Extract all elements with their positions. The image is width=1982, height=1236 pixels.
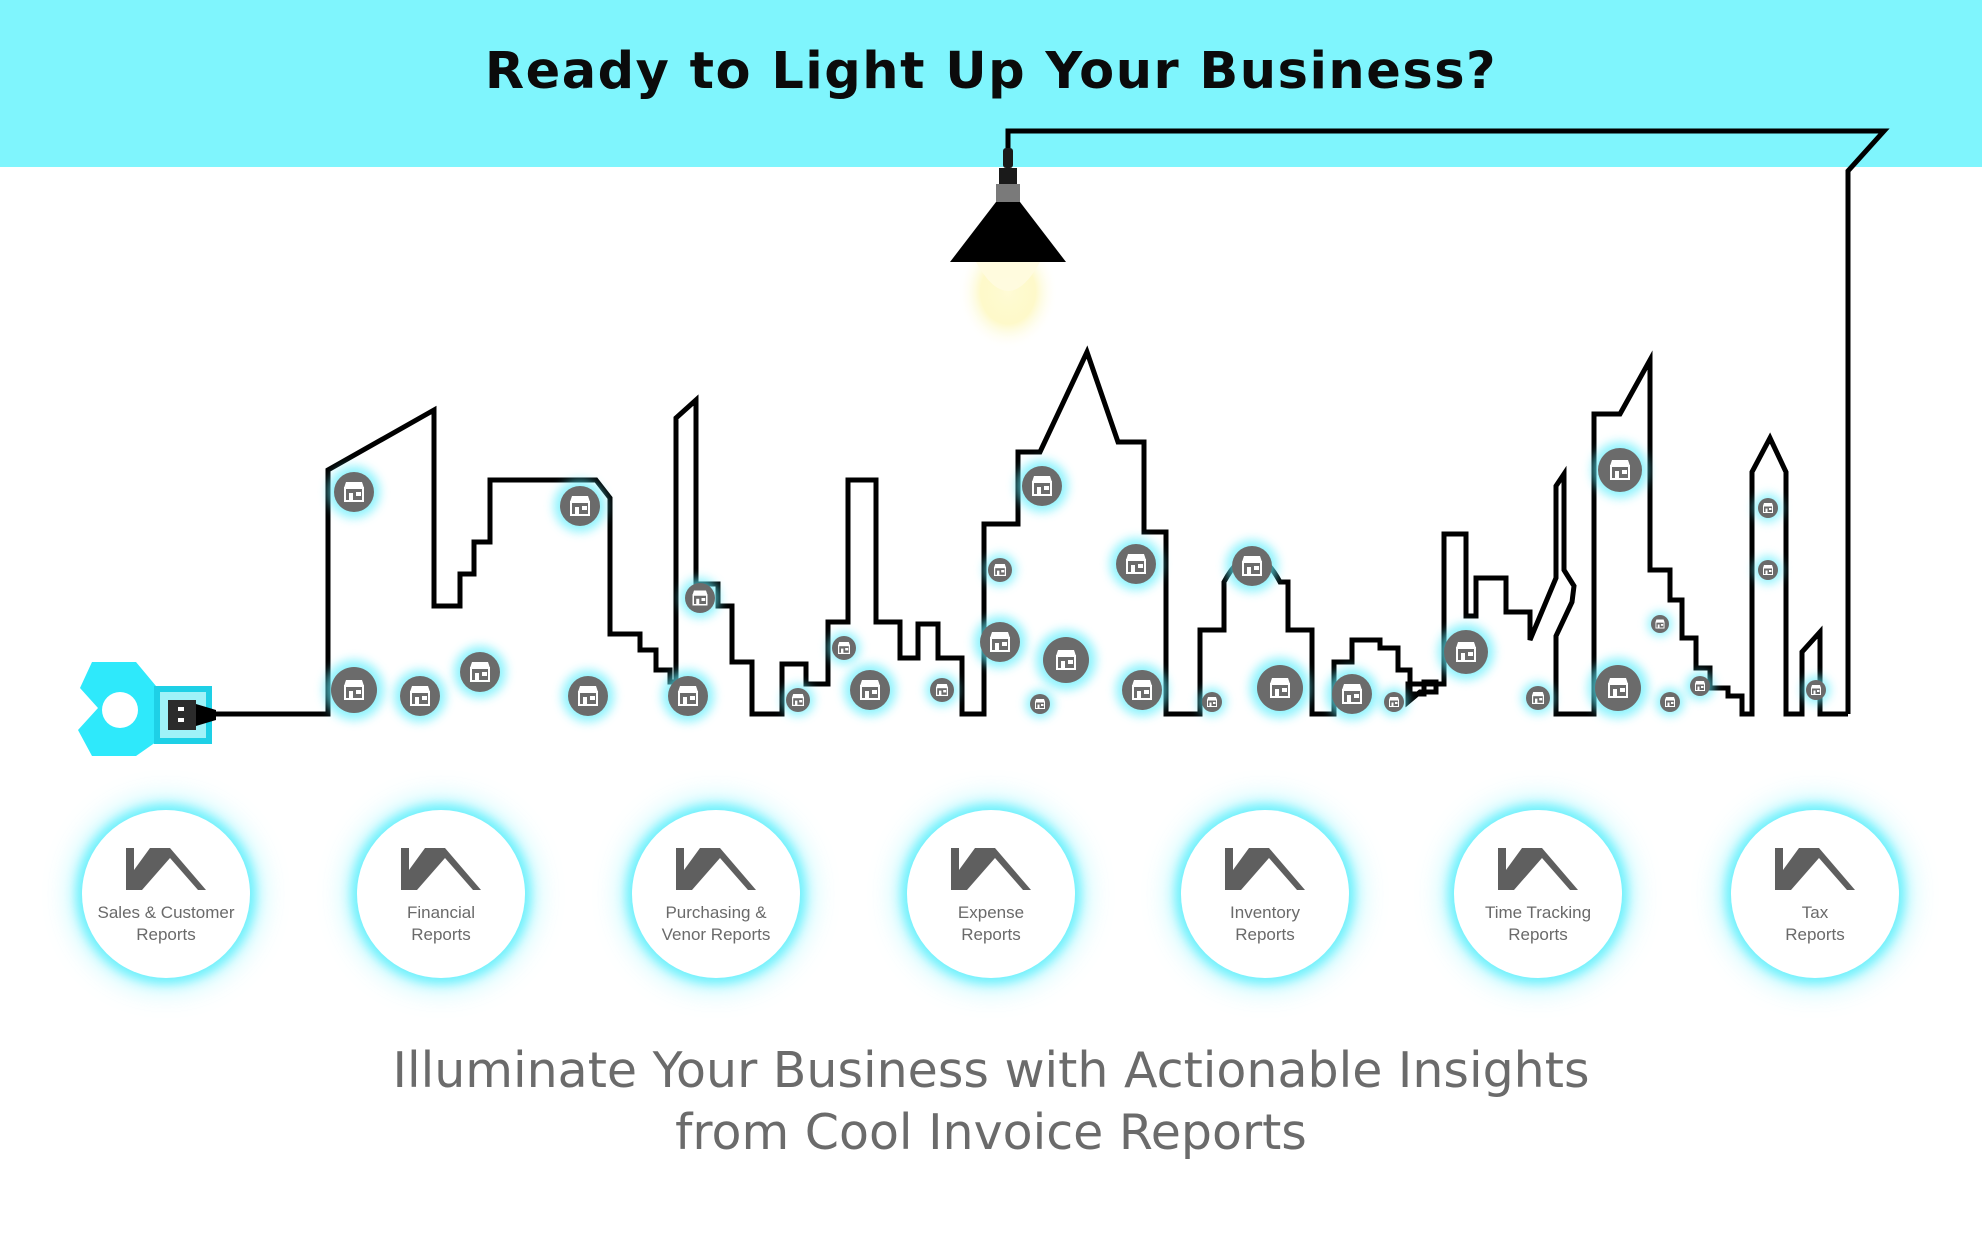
tagline-line-2: from Cool Invoice Reports [675, 1104, 1307, 1161]
house-roof-icon [1498, 848, 1578, 890]
store-icon [1250, 658, 1310, 718]
store-icon [1026, 690, 1054, 718]
house-roof-icon [1225, 848, 1305, 890]
store-icon [926, 674, 958, 706]
tagline: Illuminate Your Business with Actionable… [0, 1040, 1982, 1164]
house-roof-icon [401, 848, 481, 890]
store-icon [1198, 688, 1226, 716]
store-icon [1648, 612, 1672, 636]
lamp-icon [950, 148, 1066, 350]
top-banner: Ready to Light Up Your Business? [0, 0, 1982, 167]
store-icon [1656, 688, 1684, 716]
store-icon [662, 670, 714, 722]
store-icon [1522, 682, 1554, 714]
store-icon [844, 664, 896, 716]
report-purchasing-vendor[interactable]: Purchasing &Venor Reports [632, 810, 800, 978]
plug-icon [78, 662, 232, 756]
banner-title: Ready to Light Up Your Business? [484, 42, 1498, 101]
store-icon [680, 578, 720, 618]
store-icon [562, 670, 614, 722]
city-skyline-illustration [78, 128, 1890, 756]
store-icon [1686, 672, 1714, 700]
store-icon [328, 466, 380, 518]
store-icon [1036, 630, 1096, 690]
store-icon [1588, 658, 1648, 718]
store-icon [984, 554, 1016, 586]
store-icon [1116, 664, 1168, 716]
tagline-line-1: Illuminate Your Business with Actionable… [392, 1042, 1590, 1099]
power-wire [1005, 128, 1890, 714]
store-icon [828, 632, 860, 664]
store-icon [1802, 676, 1830, 704]
house-roof-icon [1775, 848, 1855, 890]
report-label: Purchasing &Venor Reports [661, 903, 771, 944]
store-icon [1592, 442, 1648, 498]
house-roof-icon [951, 848, 1031, 890]
store-icon [1438, 624, 1494, 680]
store-markers [324, 442, 1830, 722]
store-icon [1326, 668, 1378, 720]
store-icon [1110, 538, 1162, 590]
store-icon [1380, 688, 1408, 716]
store-icon [974, 616, 1026, 668]
store-icon [324, 660, 384, 720]
house-roof-icon [676, 848, 756, 890]
store-icon [1754, 494, 1782, 522]
store-icon [394, 670, 446, 722]
store-icon [1226, 540, 1278, 592]
house-roof-icon [126, 848, 206, 890]
store-icon [1016, 460, 1068, 512]
store-icon [554, 480, 606, 532]
store-icon [454, 646, 506, 698]
store-icon [1754, 556, 1782, 584]
store-icon [782, 684, 814, 716]
